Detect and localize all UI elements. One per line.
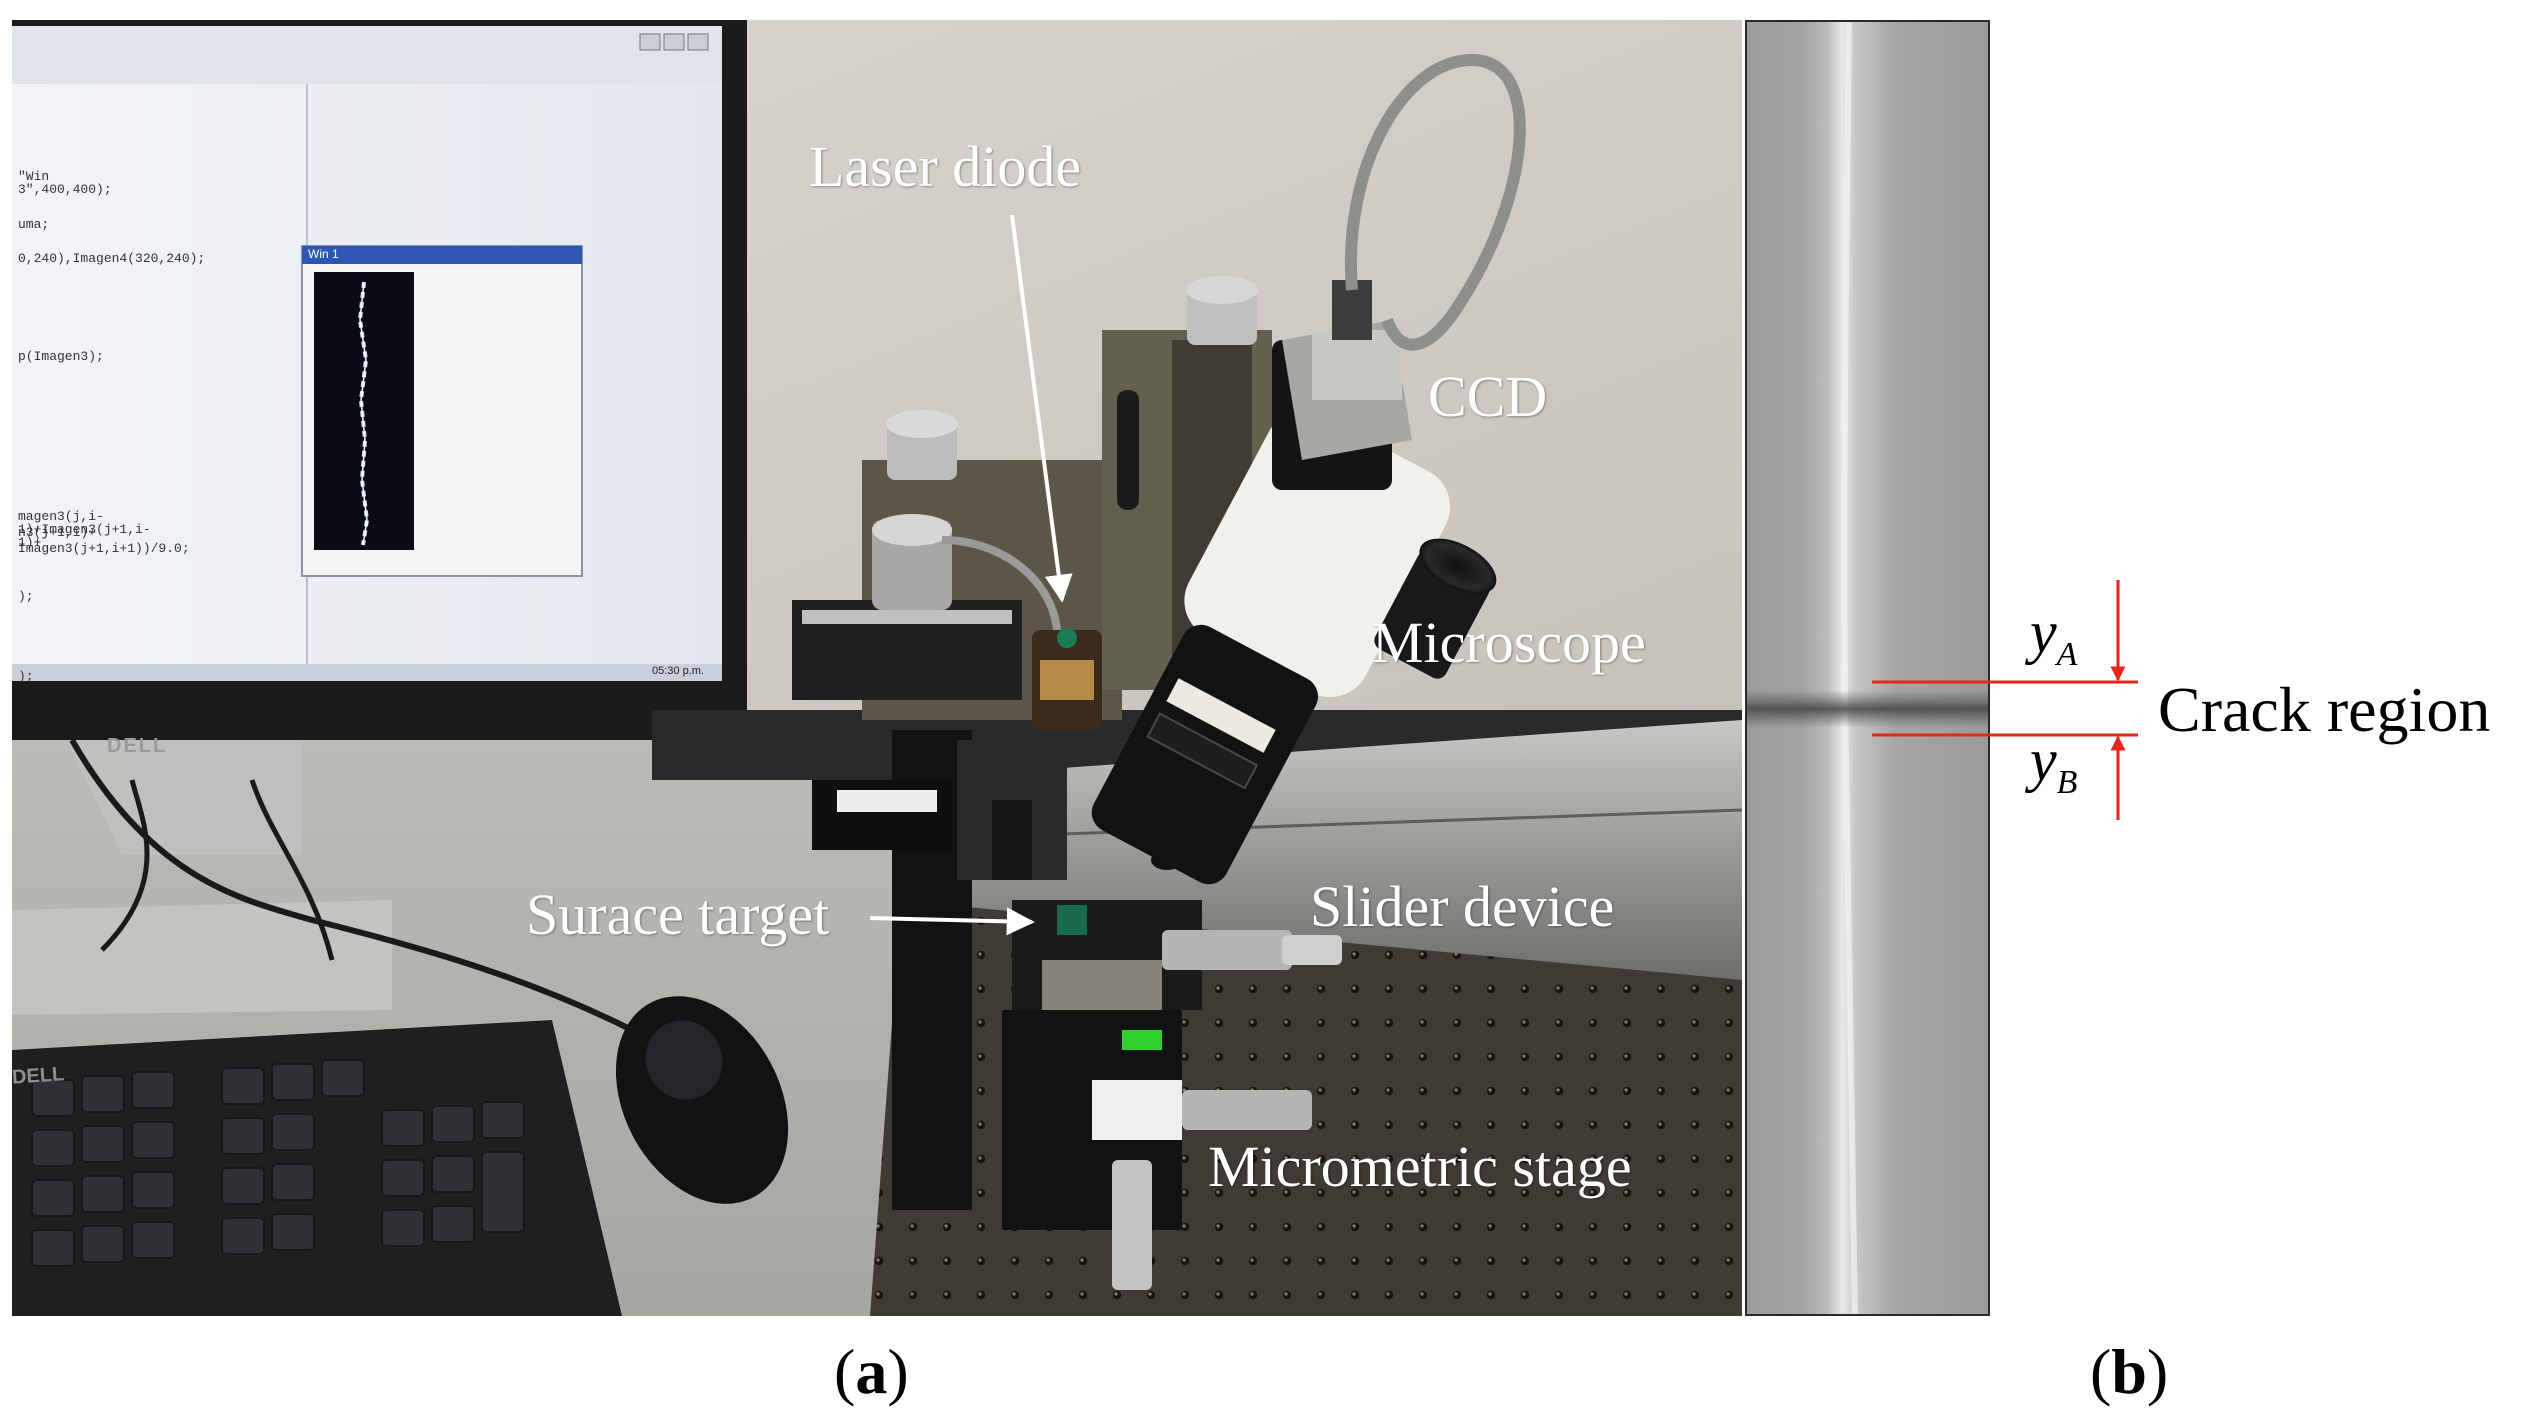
yb-base: y: [2030, 727, 2057, 793]
taskbar-clock: 05:30 p.m.: [652, 665, 704, 677]
monitor-brand: DELL: [107, 735, 168, 757]
ya-subscript: A: [2056, 636, 2078, 673]
code-line: uma;: [18, 217, 50, 232]
ya-base: y: [2030, 599, 2057, 665]
crack-image: [1745, 20, 1990, 1316]
code-line: "Win 3",400,400);: [18, 169, 112, 197]
code-line: );: [18, 669, 34, 684]
ya-label: yA: [2030, 602, 2077, 672]
label-surface-target: Surace target: [526, 882, 830, 947]
label-micrometric-stage: Micrometric stage: [1208, 1134, 1632, 1199]
setup-photo-illustration: [12, 20, 1742, 1316]
panel-a-paren-open: (: [834, 1336, 856, 1407]
panel-a-letter: a: [855, 1336, 888, 1407]
setup-photograph: "Win 3",400,400); uma; 0,240),Imagen4(32…: [12, 20, 1742, 1316]
panel-a-paren-close: ): [887, 1336, 909, 1407]
crack-region-label: Crack region: [2158, 674, 2491, 745]
label-microscope: Microscope: [1372, 610, 1646, 675]
code-line: 0,240),Imagen4(320,240);: [18, 251, 206, 266]
yb-label: yB: [2030, 730, 2077, 800]
label-laser-diode: Laser diode: [809, 134, 1082, 199]
label-slider-device: Slider device: [1310, 874, 1615, 939]
inner-window-title: Win 1: [308, 247, 339, 261]
panel-b-caption: (b): [2090, 1340, 2168, 1404]
code-line: Imagen3(j+1,i+1))/9.0;: [18, 541, 190, 556]
keyboard-brand: DELL: [12, 1063, 65, 1089]
code-line: n3(j+1,i)+: [18, 525, 97, 540]
label-ccd: CCD: [1428, 364, 1548, 429]
panel-b-letter: b: [2111, 1336, 2147, 1407]
crack-micrograph: [1747, 22, 1988, 1314]
code-line: );: [18, 589, 34, 604]
panel-a-caption: (a): [834, 1340, 909, 1404]
code-line: magen3(j,i-1)+Imagen3(j+1,i-1)+: [18, 509, 151, 550]
yb-subscript: B: [2056, 764, 2078, 801]
panel-b-paren-open: (: [2090, 1336, 2112, 1407]
code-line: p(Imagen3);: [18, 349, 104, 364]
panel-b-paren-close: ): [2146, 1336, 2169, 1407]
